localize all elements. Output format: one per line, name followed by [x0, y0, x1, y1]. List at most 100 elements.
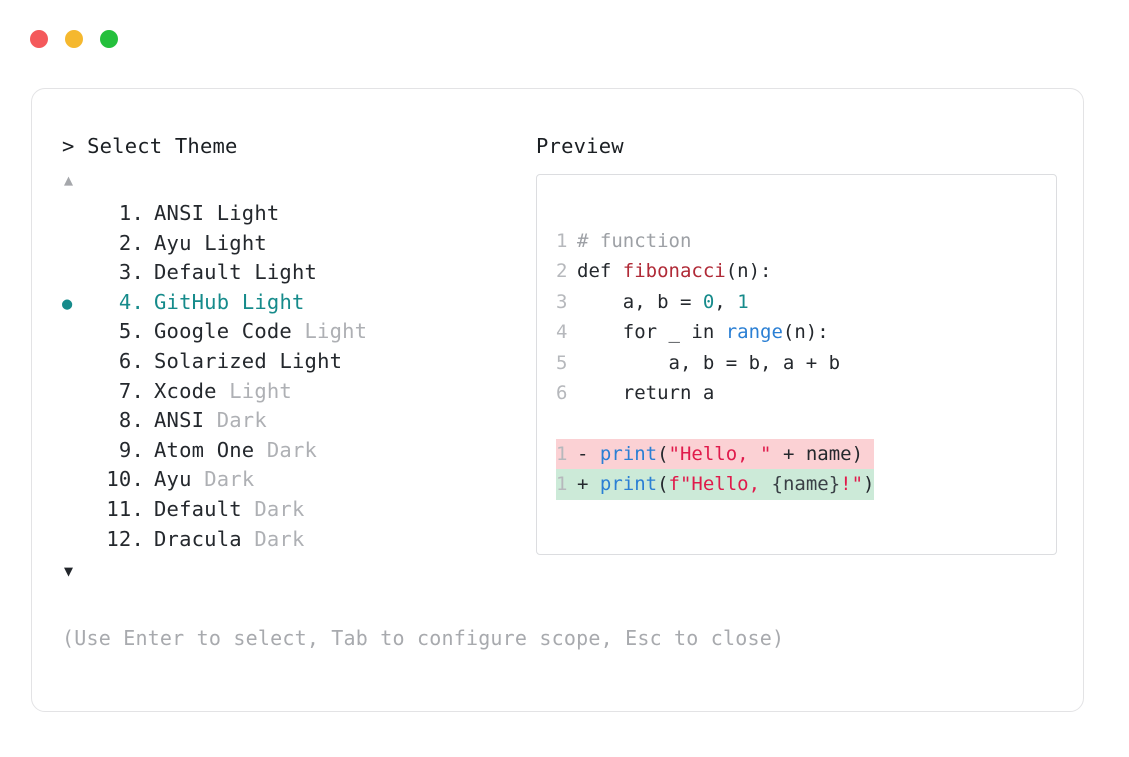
preview-title: Preview: [536, 134, 624, 158]
code-token: f"Hello,: [668, 473, 772, 496]
code-line: 1 # function: [556, 226, 874, 256]
code-line: 5 a, b = b, a + b: [556, 348, 874, 378]
code-token: a, b =: [577, 290, 703, 313]
diff-line-number: 1: [556, 442, 568, 465]
scroll-up-arrow-icon[interactable]: ▲: [64, 171, 74, 189]
code-token: (n):: [725, 260, 772, 283]
code-token: (: [657, 442, 669, 465]
theme-item-variant: Light: [204, 230, 267, 255]
diff-line-number: 1: [556, 473, 568, 496]
code-token: # function: [577, 230, 692, 252]
code-token: fibonacci: [622, 260, 726, 283]
theme-list-item[interactable]: 8. ANSI Dark: [62, 406, 532, 436]
theme-item-variant: Dark: [254, 526, 305, 551]
theme-item-name: Atom One: [154, 437, 255, 462]
theme-item-index: 7.: [118, 378, 144, 403]
theme-item-spacer: [229, 288, 242, 318]
code-line-number: 5: [556, 351, 568, 374]
theme-item-index: 12.: [106, 526, 144, 551]
code-token: print: [599, 442, 658, 465]
theme-item-name: ANSI: [154, 408, 205, 433]
code-token: a, b = b, a + b: [577, 351, 841, 374]
diff-removed-line: 1- print("Hello, " + name): [556, 438, 875, 470]
theme-list-item[interactable]: 1.ANSI Light: [62, 199, 532, 229]
theme-list-item[interactable]: 3. Default Light: [62, 258, 532, 288]
theme-item-name: Ayu: [154, 230, 192, 255]
code-token: 0: [702, 290, 715, 313]
theme-item-index: 8.: [118, 408, 144, 433]
prompt-caret-icon: >: [62, 134, 75, 158]
code-line-number: 3: [556, 290, 568, 313]
theme-item-index: 5.: [118, 319, 144, 344]
code-token: return a: [577, 381, 715, 404]
theme-item-spacer: [242, 495, 255, 525]
theme-item-variant: Dark: [204, 467, 255, 492]
code-token: def: [577, 260, 623, 283]
theme-item-variant: Light: [229, 378, 292, 403]
theme-item-name: ANSI: [154, 201, 205, 225]
code-token: print: [599, 473, 658, 496]
theme-item-spacer: [204, 199, 217, 229]
diff-marker: +: [577, 473, 600, 496]
window-close-button[interactable]: [30, 30, 48, 48]
theme-item-variant: Light: [304, 319, 368, 344]
theme-item-index: 2.: [118, 230, 144, 255]
theme-list-item[interactable]: ●4.GitHub Light: [62, 288, 532, 318]
theme-item-index: 11.: [106, 496, 144, 521]
theme-item-index: 9.: [118, 437, 144, 462]
theme-item-variant: Light: [254, 260, 318, 285]
theme-item-index: 3.: [118, 260, 144, 285]
diff-marker: -: [577, 442, 600, 465]
code-token: 1: [737, 290, 749, 313]
code-line-number: 1: [556, 230, 568, 252]
theme-item-variant: Dark: [266, 437, 318, 462]
theme-list-item[interactable]: 6. Solarized Light: [62, 347, 532, 377]
theme-item-spacer: [254, 436, 267, 466]
theme-item-index: 6.: [118, 348, 144, 373]
theme-item-spacer: [242, 258, 255, 288]
code-line-number: 4: [556, 321, 568, 344]
theme-item-variant: Light: [279, 348, 343, 373]
scroll-down-arrow-icon[interactable]: ▼: [64, 562, 74, 581]
code-token: "Hello, ": [668, 442, 772, 465]
theme-item-index: 4.: [118, 289, 144, 314]
code-token: ,: [714, 290, 738, 313]
theme-item-spacer: [242, 525, 255, 555]
theme-list-item[interactable]: 12. Dracula Dark: [62, 525, 532, 555]
theme-list-item[interactable]: 2. Ayu Light: [62, 229, 532, 259]
theme-list-item[interactable]: 11. Default Dark: [62, 495, 532, 525]
page-title: > Select Theme: [62, 133, 532, 159]
window-titlebar: [30, 30, 118, 48]
theme-list-item[interactable]: 7. Xcode Light: [62, 377, 532, 407]
theme-item-name: Dracula: [154, 526, 242, 551]
theme-item-name: Solarized: [154, 348, 267, 373]
window-maximize-button[interactable]: [100, 30, 118, 48]
theme-item-spacer: [204, 406, 217, 436]
theme-list-item[interactable]: 9. Atom One Dark: [62, 436, 532, 466]
code-token: ): [863, 473, 875, 496]
code-line-number: 6: [556, 381, 568, 404]
theme-item-name: Default: [154, 260, 242, 285]
window-minimize-button[interactable]: [65, 30, 83, 48]
selected-bullet-icon: ●: [62, 293, 73, 314]
theme-item-name: Xcode: [154, 378, 217, 403]
theme-list-item[interactable]: 5. Google Code Light: [62, 317, 532, 347]
theme-item-variant: Dark: [216, 408, 267, 433]
diff-added-line: 1+ print(f"Hello, {name}!"): [556, 469, 875, 500]
theme-list-item[interactable]: 10.Ayu Dark: [62, 465, 532, 495]
theme-item-spacer: [292, 317, 305, 347]
theme-item-spacer: [267, 347, 280, 377]
code-token: range: [725, 321, 783, 344]
theme-item-variant: Dark: [254, 496, 305, 521]
theme-item-spacer: [192, 465, 205, 495]
theme-item-spacer: [192, 229, 205, 259]
theme-item-name: Default: [154, 496, 242, 521]
keyboard-hint: (Use Enter to select, Tab to configure s…: [62, 626, 785, 650]
theme-item-name: Google Code: [154, 319, 292, 344]
